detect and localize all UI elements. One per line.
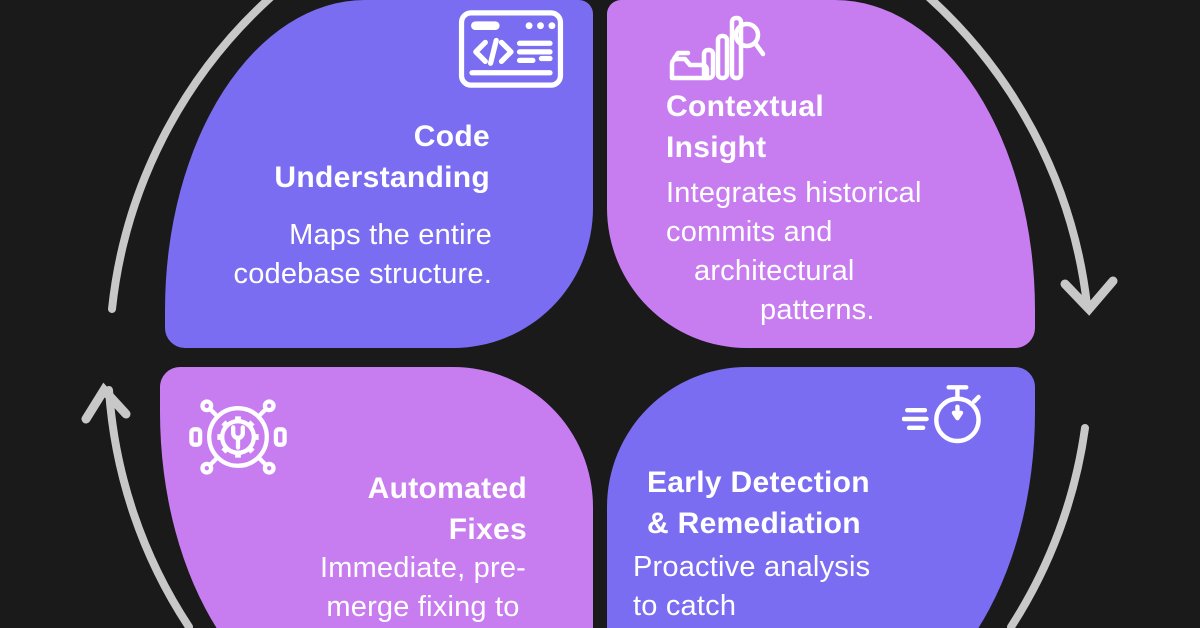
stopwatch-icon xyxy=(902,385,981,444)
title-line: Early Detection xyxy=(647,466,870,499)
body-line: Integrates historical xyxy=(666,177,922,209)
body-line: to catch xyxy=(633,590,737,622)
petal-title: Automated Fixes xyxy=(368,468,527,550)
body-line: Proactive analysis xyxy=(633,551,871,583)
up-arrow-head-icon xyxy=(81,382,131,424)
body-line: merge fixing to xyxy=(326,591,520,623)
arc-top-right xyxy=(925,0,1091,309)
code-window-icon xyxy=(458,10,564,88)
title-line: Fixes xyxy=(448,513,527,546)
title-line: Insight xyxy=(666,131,767,164)
petal-description: Immediate, pre- merge fixing to xyxy=(290,549,556,627)
petal-title: Contextual Insight xyxy=(666,86,824,168)
petal-early-detection: Early Detection & Remediation Proactive … xyxy=(607,367,1035,628)
title-line: Automated xyxy=(367,472,527,505)
title-line: Code xyxy=(413,120,490,153)
body-line: Immediate, pre- xyxy=(319,552,527,584)
petal-description: Maps the entire codebase structure. xyxy=(234,216,493,294)
body-line: architectural xyxy=(694,255,855,287)
petal-description: Proactive analysis to catch xyxy=(633,548,870,626)
petal-title: Code Understanding xyxy=(274,116,490,198)
petal-description: Integrates historical commits and archit… xyxy=(666,174,922,330)
body-line: commits and xyxy=(666,216,833,248)
title-line: & Remediation xyxy=(647,507,861,540)
petal-title: Early Detection & Remediation xyxy=(647,462,870,544)
title-line: Understanding xyxy=(274,161,490,194)
petal-automated-fixes: Automated Fixes Immediate, pre- merge fi… xyxy=(160,367,593,628)
down-arrow-head-icon xyxy=(1060,276,1118,316)
arc-bottom-right xyxy=(1007,424,1089,628)
body-line: codebase structure. xyxy=(233,258,492,290)
body-line: Maps the entire xyxy=(289,219,492,251)
chart-search-icon xyxy=(669,15,766,81)
arc-left-up-arrow xyxy=(105,386,193,628)
body-line: patterns. xyxy=(760,294,875,326)
arc-top-left xyxy=(108,0,274,313)
title-line: Contextual xyxy=(666,90,825,123)
gear-automation-icon xyxy=(189,399,287,475)
